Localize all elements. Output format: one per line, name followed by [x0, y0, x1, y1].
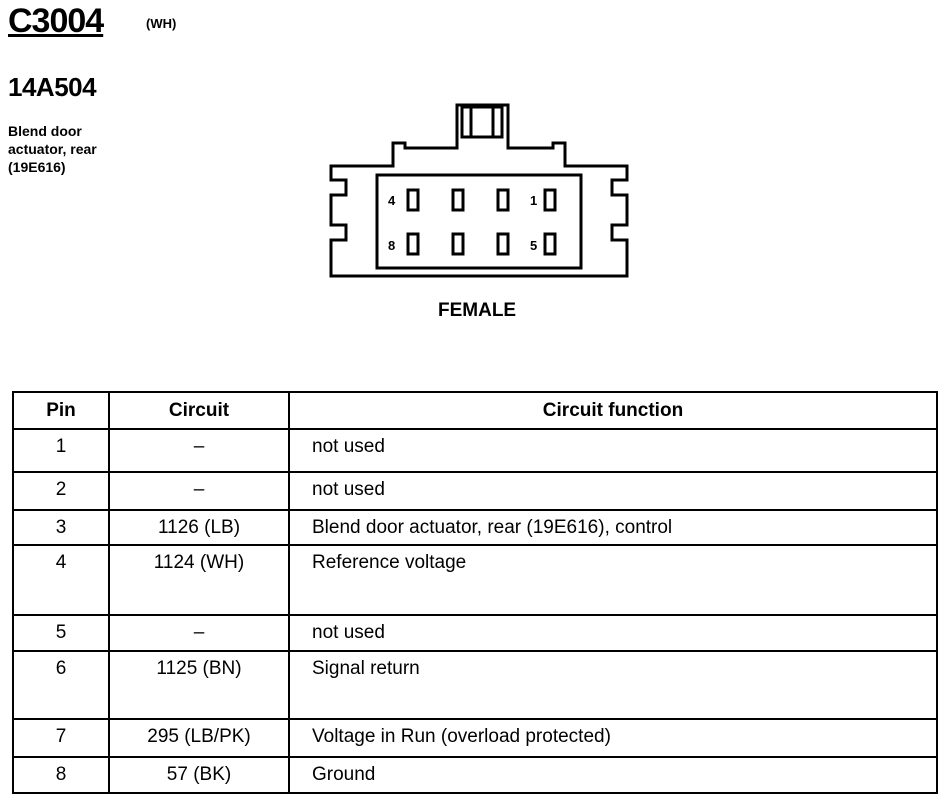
- pin-cavity-5: [543, 232, 557, 256]
- pin-cell: 3: [12, 509, 110, 546]
- pinout-table: Pin Circuit Circuit function 1 – not use…: [12, 391, 938, 794]
- table-row: 4 1124 (WH) Reference voltage: [12, 544, 938, 616]
- pin-label-5: 5: [530, 238, 537, 253]
- pin-label-8: 8: [388, 238, 395, 253]
- part-number: 14A504: [8, 72, 97, 102]
- circuit-cell: 1124 (WH): [108, 544, 290, 616]
- pin-cell: 8: [12, 756, 110, 794]
- table-row: 6 1125 (BN) Signal return: [12, 650, 938, 720]
- circuit-cell: –: [108, 614, 290, 652]
- function-cell: not used: [288, 471, 938, 511]
- function-cell: Reference voltage: [288, 544, 938, 616]
- table-row: 3 1126 (LB) Blend door actuator, rear (1…: [12, 509, 938, 546]
- pin-cell: 6: [12, 650, 110, 720]
- function-cell: not used: [288, 614, 938, 652]
- function-cell: Ground: [288, 756, 938, 794]
- pin-cavity-1: [543, 188, 557, 212]
- table-row: 7 295 (LB/PK) Voltage in Run (overload p…: [12, 718, 938, 758]
- connector-id: C3004: [8, 2, 104, 40]
- function-cell: Signal return: [288, 650, 938, 720]
- pin-cavity-8: [406, 232, 420, 256]
- circuit-cell: 295 (LB/PK): [108, 718, 290, 758]
- pin-cavity-2: [496, 188, 510, 212]
- circuit-cell: –: [108, 471, 290, 511]
- pin-label-1: 1: [530, 193, 537, 208]
- pin-cell: 1: [12, 428, 110, 473]
- pin-cell: 4: [12, 544, 110, 616]
- circuit-cell: 1126 (LB): [108, 509, 290, 546]
- function-cell: Blend door actuator, rear (19E616), cont…: [288, 509, 938, 546]
- connector-gender-label: FEMALE: [438, 300, 517, 321]
- circuit-cell: 1125 (BN): [108, 650, 290, 720]
- column-header-circuit: Circuit: [108, 391, 290, 430]
- function-cell: not used: [288, 428, 938, 473]
- connector-face-diagram: 4 1 8 5: [329, 103, 629, 278]
- component-description: Blend door actuator, rear (19E616): [8, 123, 97, 175]
- table-row: 1 – not used: [12, 428, 938, 473]
- pin-cell: 2: [12, 471, 110, 511]
- pin-cavities: [406, 188, 557, 256]
- connector-housing: [329, 103, 629, 278]
- table-header-row: Pin Circuit Circuit function: [12, 391, 938, 430]
- pin-cell: 5: [12, 614, 110, 652]
- pin-cavity-6: [496, 232, 510, 256]
- column-header-pin: Pin: [12, 391, 110, 430]
- pin-cavity-3: [451, 188, 465, 212]
- pin-cavity-7: [451, 232, 465, 256]
- function-cell: Voltage in Run (overload protected): [288, 718, 938, 758]
- pin-label-4: 4: [388, 193, 396, 208]
- circuit-cell: 57 (BK): [108, 756, 290, 794]
- connector-color-code: (WH): [146, 16, 177, 31]
- pin-cell: 7: [12, 718, 110, 758]
- circuit-cell: –: [108, 428, 290, 473]
- table-row: 2 – not used: [12, 471, 938, 511]
- column-header-function: Circuit function: [288, 391, 938, 430]
- table-row: 8 57 (BK) Ground: [12, 756, 938, 794]
- pin-cavity-4: [406, 188, 420, 212]
- table-row: 5 – not used: [12, 614, 938, 652]
